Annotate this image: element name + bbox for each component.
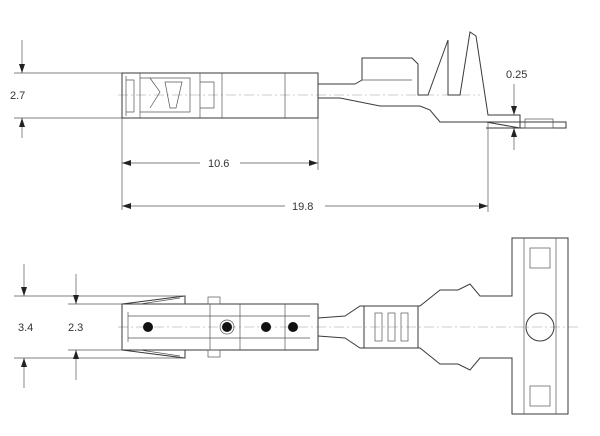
dim-barrel-length: 10.6	[121, 118, 319, 210]
dim-thickness: 0.25	[506, 69, 527, 150]
dim-label-bottom-inner: 2.3	[68, 322, 83, 334]
dim-label-barrel-length: 10.6	[208, 158, 229, 170]
contact-dot-1	[143, 322, 153, 332]
contact-ring-2	[219, 319, 235, 335]
contact-dot-3	[261, 322, 271, 332]
dim-label-thickness: 0.25	[506, 69, 527, 81]
dim-top-height: 2.7	[10, 40, 122, 138]
dim-overall-length: 19.8	[122, 122, 489, 213]
crimp-slot-3	[400, 312, 409, 342]
dim-bottom-inner: 2.3	[68, 274, 122, 380]
side-view	[118, 31, 567, 129]
crimp-slot-2	[387, 312, 396, 342]
dim-label-top-height: 2.7	[10, 90, 25, 102]
contact-dot-2	[222, 322, 232, 332]
dim-label-bottom-outer: 3.4	[18, 322, 33, 334]
carrier-pilot-hole	[525, 312, 555, 342]
contact-dot-4	[288, 322, 298, 332]
plan-view	[118, 237, 580, 415]
crimp-slot-1	[374, 312, 383, 342]
dim-label-overall-length: 19.8	[292, 201, 313, 213]
dim-bottom-outer: 3.4	[14, 264, 185, 388]
